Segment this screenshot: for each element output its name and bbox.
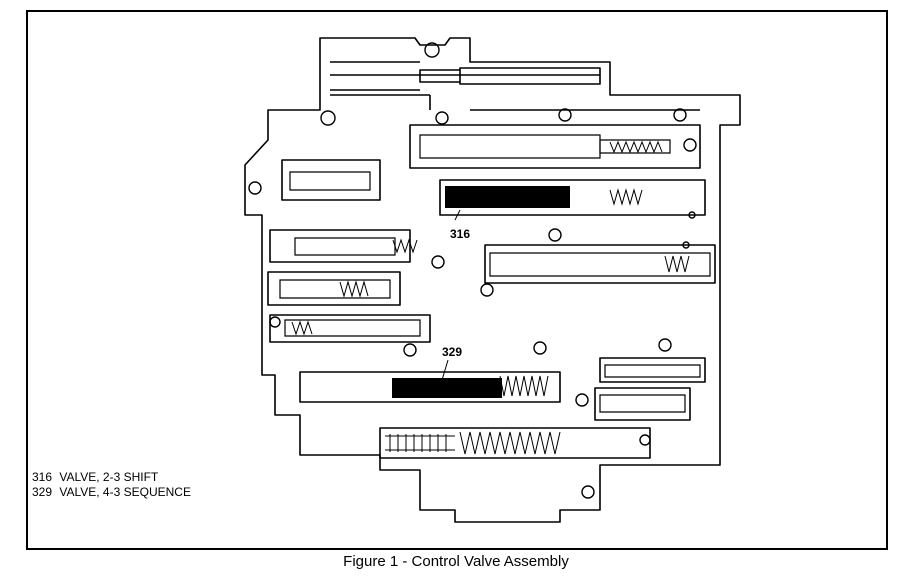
- figure-frame: [26, 10, 888, 550]
- callout-329: 329: [442, 345, 462, 359]
- valve-body-outline: [244, 37, 741, 523]
- valve-316-shape: [445, 186, 570, 208]
- legend-item-329: 329 VALVE, 4-3 SEQUENCE: [32, 485, 191, 499]
- bolt-holes: [248, 42, 697, 499]
- legend-item-316: 316 VALVE, 2-3 SHIFT: [32, 470, 158, 484]
- callout-316: 316: [450, 227, 470, 241]
- legend-text: VALVE, 2-3 SHIFT: [59, 470, 159, 484]
- valve-329-shape: [392, 378, 502, 398]
- legend-number: 329: [32, 485, 53, 499]
- figure-caption: Figure 1 - Control Valve Assembly: [343, 553, 569, 570]
- legend-number: 316: [32, 470, 53, 484]
- legend-text: VALVE, 4-3 SEQUENCE: [59, 485, 191, 499]
